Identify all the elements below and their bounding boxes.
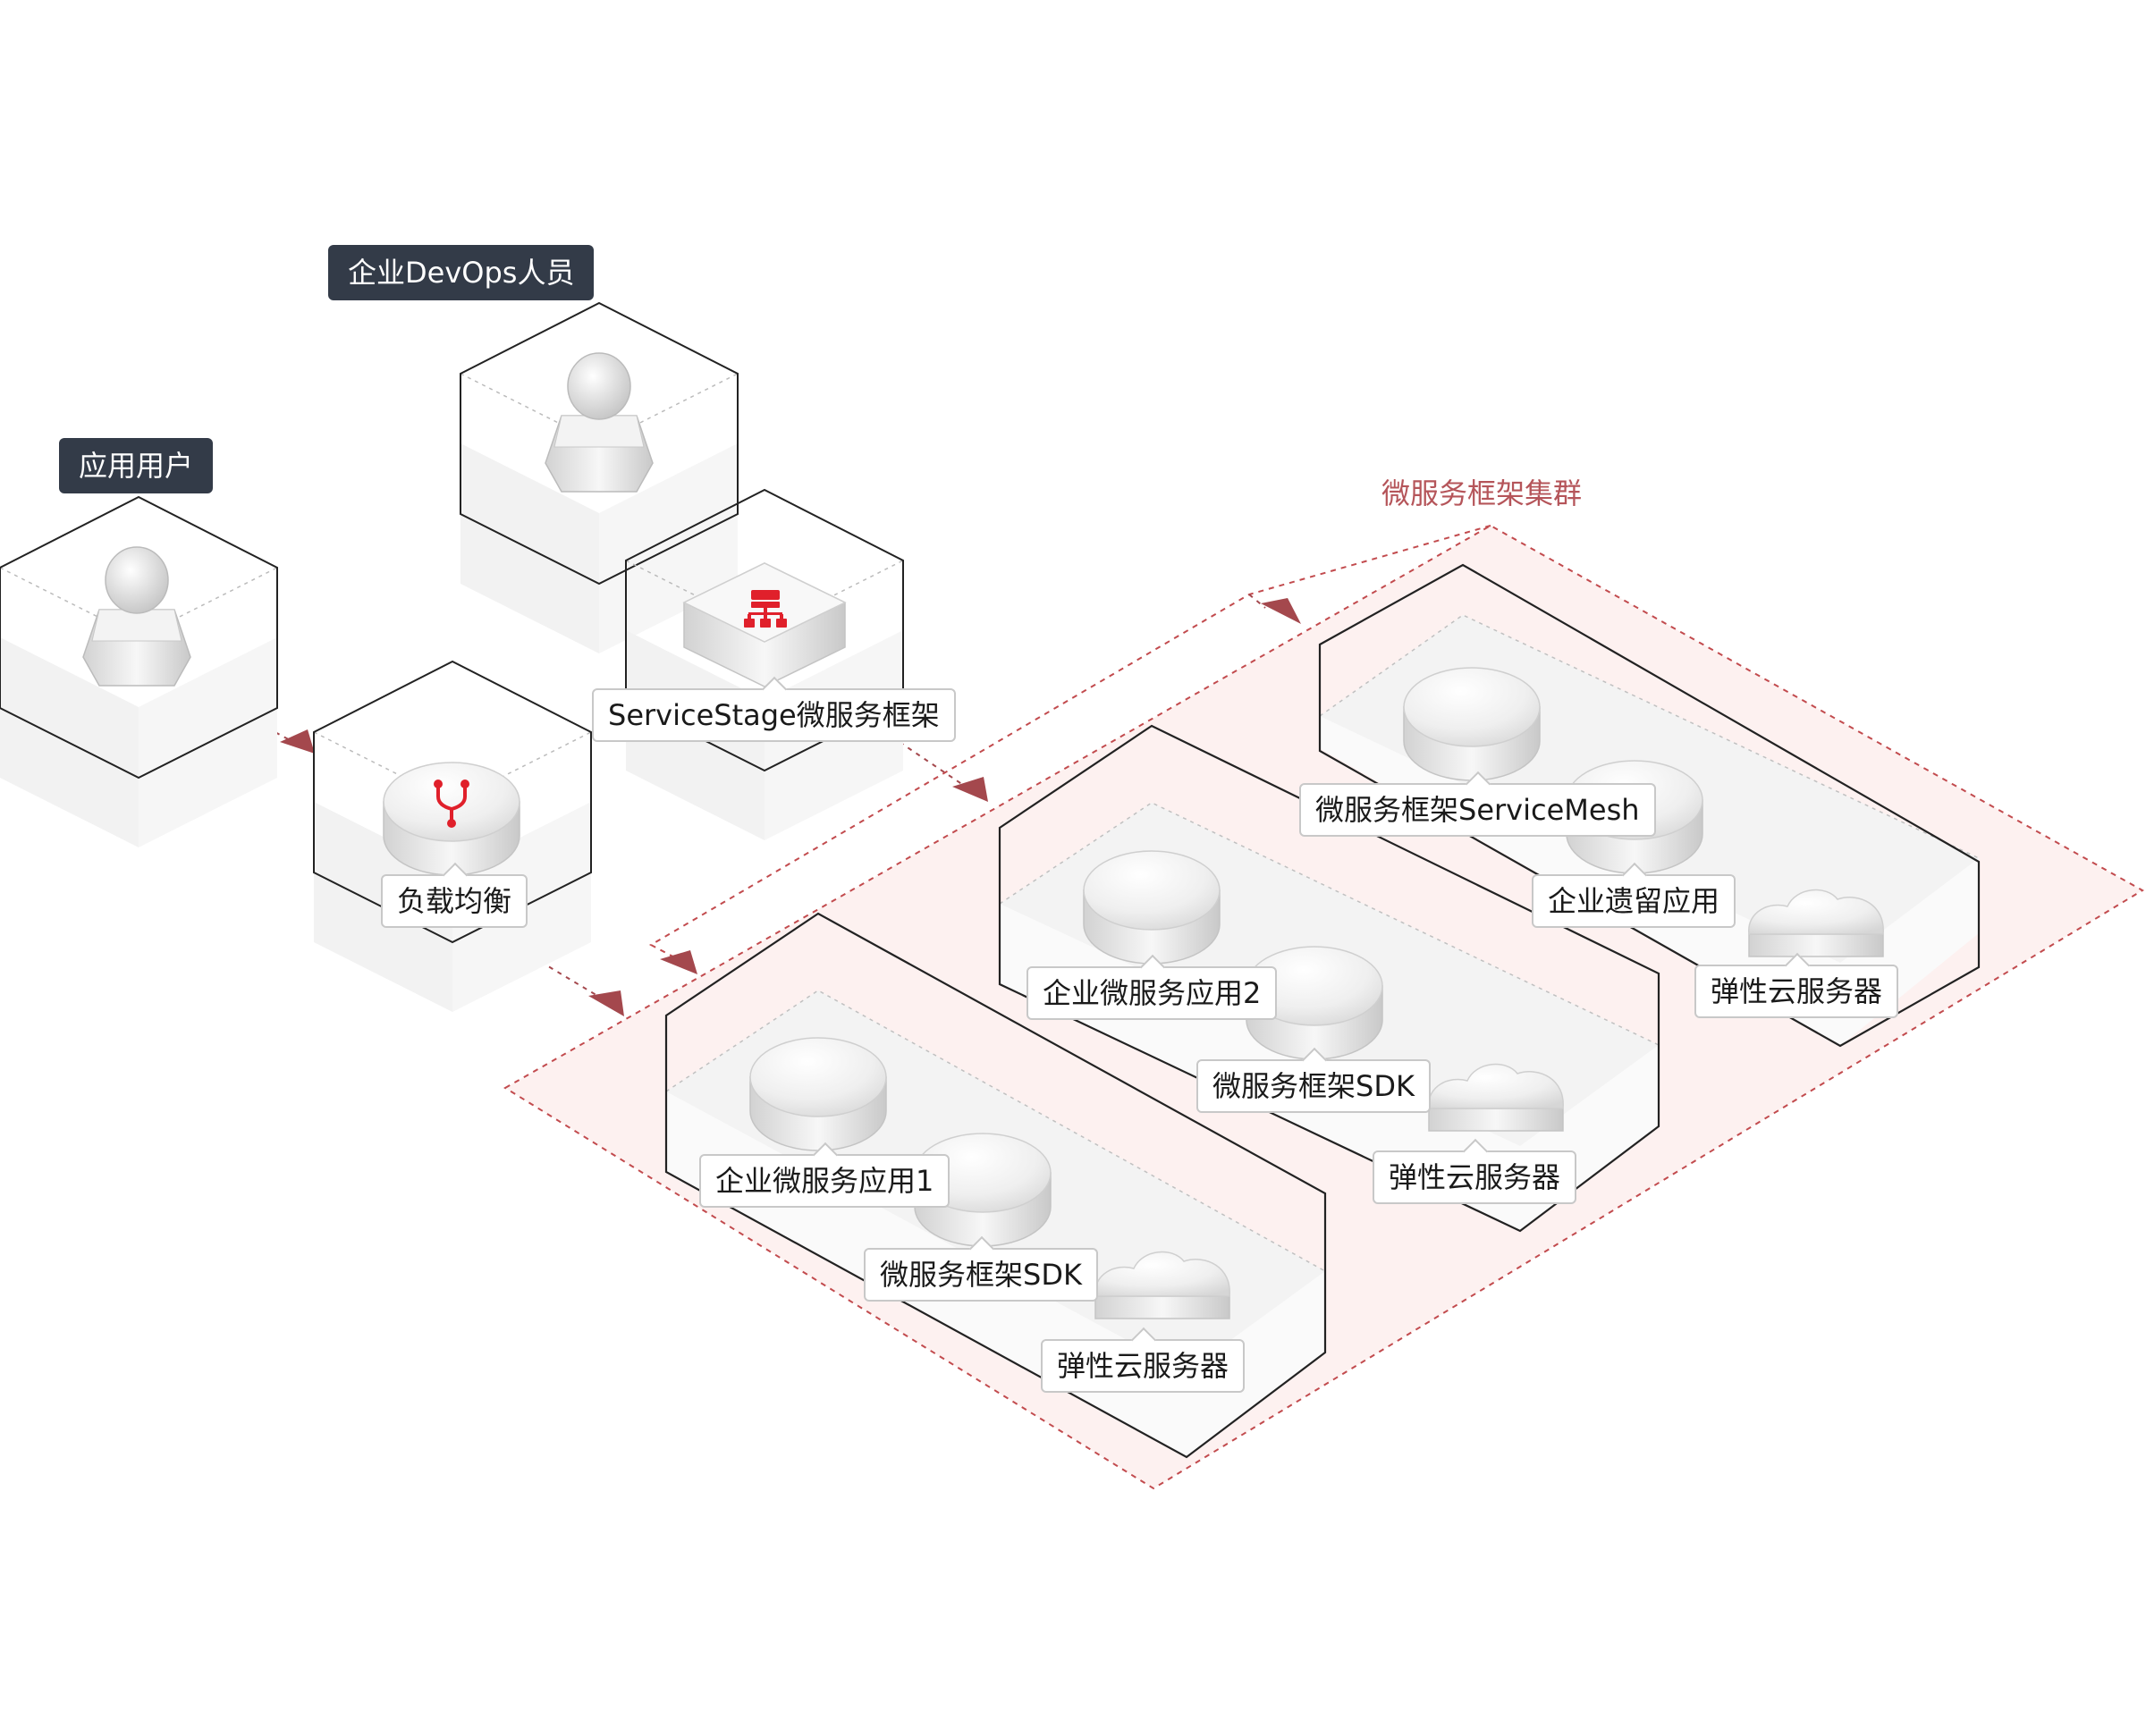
servicemesh-disc <box>1403 667 1541 781</box>
group1-app-label: 企业微服务应用1 <box>699 1154 950 1208</box>
group3-legacy-label: 企业遗留应用 <box>1532 874 1736 928</box>
sdk2-disc <box>1246 946 1383 1060</box>
group1-server-label: 弹性云服务器 <box>1041 1339 1246 1393</box>
person-icon <box>82 546 191 687</box>
group2-framework-label: 微服务框架SDK <box>1196 1059 1431 1113</box>
devops-label: 企业DevOps人员 <box>328 245 595 300</box>
branch-icon <box>434 780 469 828</box>
app-user-label: 应用用户 <box>59 438 214 493</box>
cloud-server-icon <box>1428 1063 1564 1132</box>
group3-servicemesh-label: 微服务框架ServiceMesh <box>1299 783 1656 837</box>
servicestage-label: ServiceStage微服务框架 <box>592 688 956 742</box>
load-balancer-label: 负载均衡 <box>381 874 528 928</box>
group2-server-label: 弹性云服务器 <box>1373 1150 1577 1204</box>
cloud-server-icon <box>1748 889 1884 957</box>
org-chart-icon <box>744 590 787 628</box>
appuser-hexbox <box>0 495 278 847</box>
cloud-server-icon <box>1094 1251 1230 1319</box>
person-icon <box>545 352 654 493</box>
loadbalancer-device <box>383 762 520 876</box>
app1-disc <box>749 1037 887 1151</box>
group2-app-label: 企业微服务应用2 <box>1027 966 1278 1020</box>
app2-disc <box>1083 850 1221 965</box>
group1-framework-label: 微服务框架SDK <box>864 1248 1098 1302</box>
group3-server-label: 弹性云服务器 <box>1694 965 1899 1018</box>
cluster-title: 微服务框架集群 <box>1381 476 1583 510</box>
